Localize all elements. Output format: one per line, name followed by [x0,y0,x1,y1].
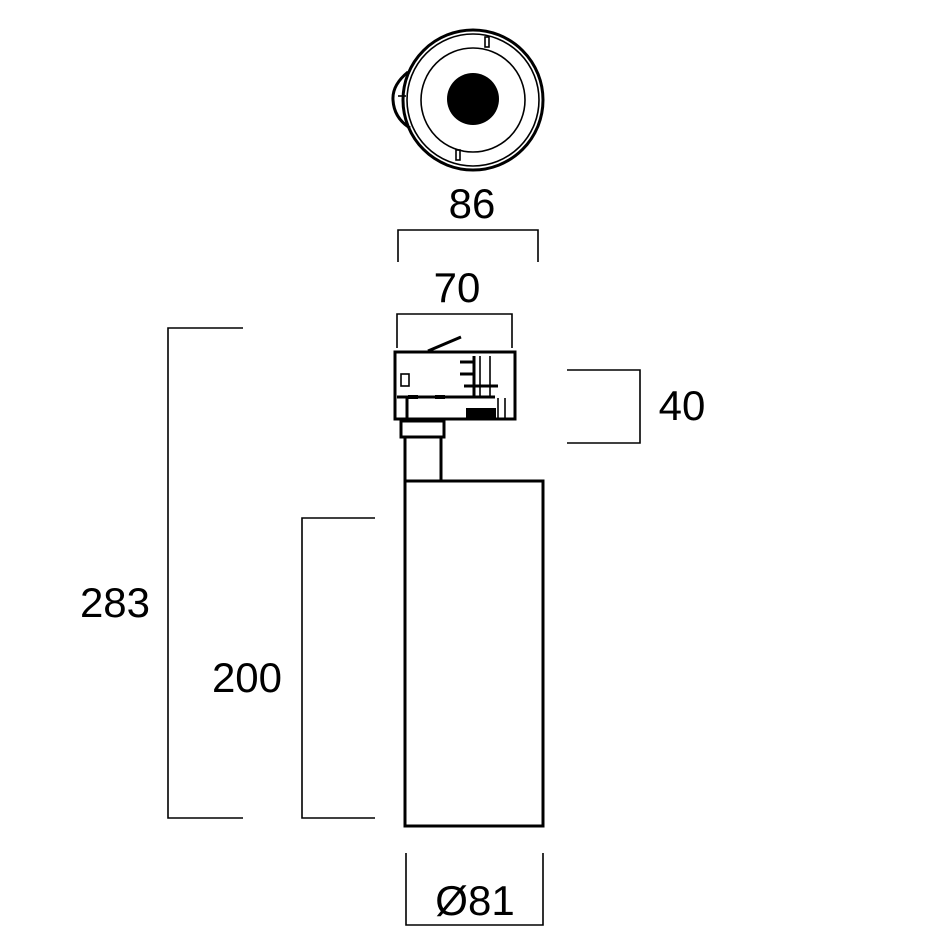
top-view [391,28,545,172]
dimension-label-40: 40 [659,382,706,429]
dimension-label-70: 70 [434,264,481,311]
dimension-200: 200 [212,517,375,819]
dimension-diameter-81: Ø81 [405,853,544,926]
dimension-label-86: 86 [449,180,496,227]
dimension-label-81: Ø81 [435,877,514,924]
dimension-70: 70 [396,264,513,348]
inner-ring [420,47,526,153]
dimension-label-283: 283 [80,579,150,626]
spotlight-body [403,479,545,828]
dimension-86: 86 [397,180,539,262]
lens [447,73,499,125]
adapter-bump [391,70,411,130]
dimension-283: 283 [80,327,243,819]
dimension-40: 40 [567,369,706,444]
track-adapter [393,335,517,421]
dimension-label-200: 200 [212,654,282,701]
stem [399,419,446,545]
outer-ring [401,28,545,172]
